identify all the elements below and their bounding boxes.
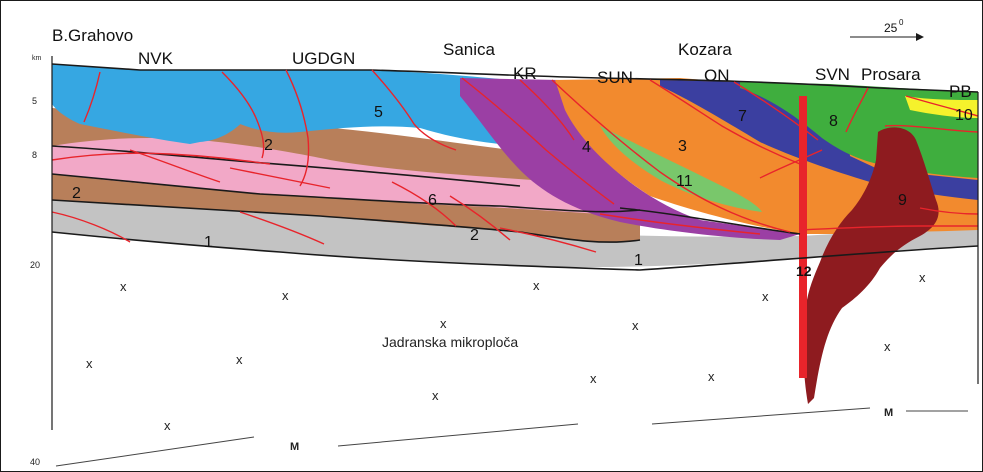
moho-label-right: M	[884, 407, 893, 419]
unit-label-8: 8	[829, 113, 838, 130]
unit-label-4: 4	[582, 139, 591, 156]
region-b-grahovo: B.Grahovo	[52, 26, 133, 45]
unit-label-5: 5	[374, 104, 383, 121]
unit-label-9: 9	[898, 192, 907, 209]
unit-label-2-upper: 2	[264, 137, 273, 154]
depth-tick-20: 20	[30, 260, 40, 270]
depth-tick-5: 5	[32, 96, 37, 106]
unit-label-2-left: 2	[72, 185, 81, 202]
arrowhead-icon	[916, 33, 924, 41]
basement-x-mark: x	[440, 316, 447, 331]
unit-label-2-right: 2	[470, 227, 479, 244]
basement-x-mark: x	[164, 418, 171, 433]
region-kr: KR	[513, 64, 537, 83]
unit-11-light-green-lens	[600, 126, 762, 212]
grey-top-line	[51, 199, 641, 243]
unit-label-7: 7	[738, 108, 747, 125]
basement-x-mark: x	[919, 270, 926, 285]
region-on: ON	[704, 66, 730, 85]
unit-5-blue-layer	[52, 64, 545, 146]
region-svn: SVN	[815, 65, 850, 84]
depth-unit-label: km	[32, 55, 42, 62]
unit-7-navy-layer	[660, 80, 978, 200]
unit-label-11: 11	[676, 173, 693, 190]
basement-x-mark: x	[632, 318, 639, 333]
region-labels: B.Grahovo NVK UGDGN Sanica KR SUN Kozara…	[52, 26, 972, 101]
basement-x-mark: x	[590, 371, 597, 386]
pink-base-line	[51, 173, 641, 213]
unit-1-grey-layer	[52, 198, 978, 268]
unit-label-6: 6	[428, 192, 437, 209]
unit-label-10: 10	[955, 107, 973, 124]
unit-number-labels: 1 1 2 2 2 3 4 5 6 7 8 9 10 11 12	[72, 104, 973, 279]
moho-label-left: M	[290, 441, 299, 453]
unit-label-1-right: 1	[634, 252, 643, 269]
basement-x-mark: x	[762, 289, 769, 304]
surface-line	[51, 63, 979, 93]
orientation-indicator: 25 0	[850, 18, 924, 41]
region-nvk: NVK	[138, 49, 174, 68]
basement-x-mark: x	[708, 369, 715, 384]
basement-x-mark: x	[884, 339, 891, 354]
depth-axis: km 5 8 20 40	[30, 55, 979, 467]
fault-lines	[51, 69, 979, 253]
orientation-superscript: 0	[899, 18, 904, 27]
basement-x-mark: x	[432, 388, 439, 403]
orientation-value: 25	[884, 21, 898, 35]
region-sun: SUN	[597, 68, 633, 87]
region-ugdgn: UGDGN	[292, 49, 355, 68]
unit-label-1-left: 1	[204, 234, 213, 251]
basement-x-mark: x	[282, 288, 289, 303]
region-kozara: Kozara	[678, 40, 732, 59]
region-sanica: Sanica	[443, 40, 496, 59]
region-prosara: Prosara	[861, 65, 921, 84]
unit-label-12: 12	[796, 263, 812, 279]
basement-x-mark: x	[533, 278, 540, 293]
basement-base-line	[51, 231, 979, 271]
basement-label: Jadranska mikroploča	[382, 334, 518, 350]
basement-x-mark: x	[86, 356, 93, 371]
depth-tick-8: 8	[32, 150, 37, 160]
basement-x-mark: x	[236, 352, 243, 367]
unit-label-3: 3	[678, 138, 687, 155]
unit-4-purple-layer	[460, 78, 800, 240]
basement-annotations: Jadranska mikroploča x x x x x x x x x x…	[86, 270, 926, 433]
purple-base-line	[619, 207, 801, 235]
unit-9-intrusion	[803, 127, 939, 404]
depth-tick-40: 40	[30, 457, 40, 467]
unit-12-fault-zone	[799, 96, 807, 378]
moho-boundary: M M	[55, 407, 968, 467]
basement-x-mark: x	[120, 279, 127, 294]
region-pb: PB	[949, 82, 972, 101]
